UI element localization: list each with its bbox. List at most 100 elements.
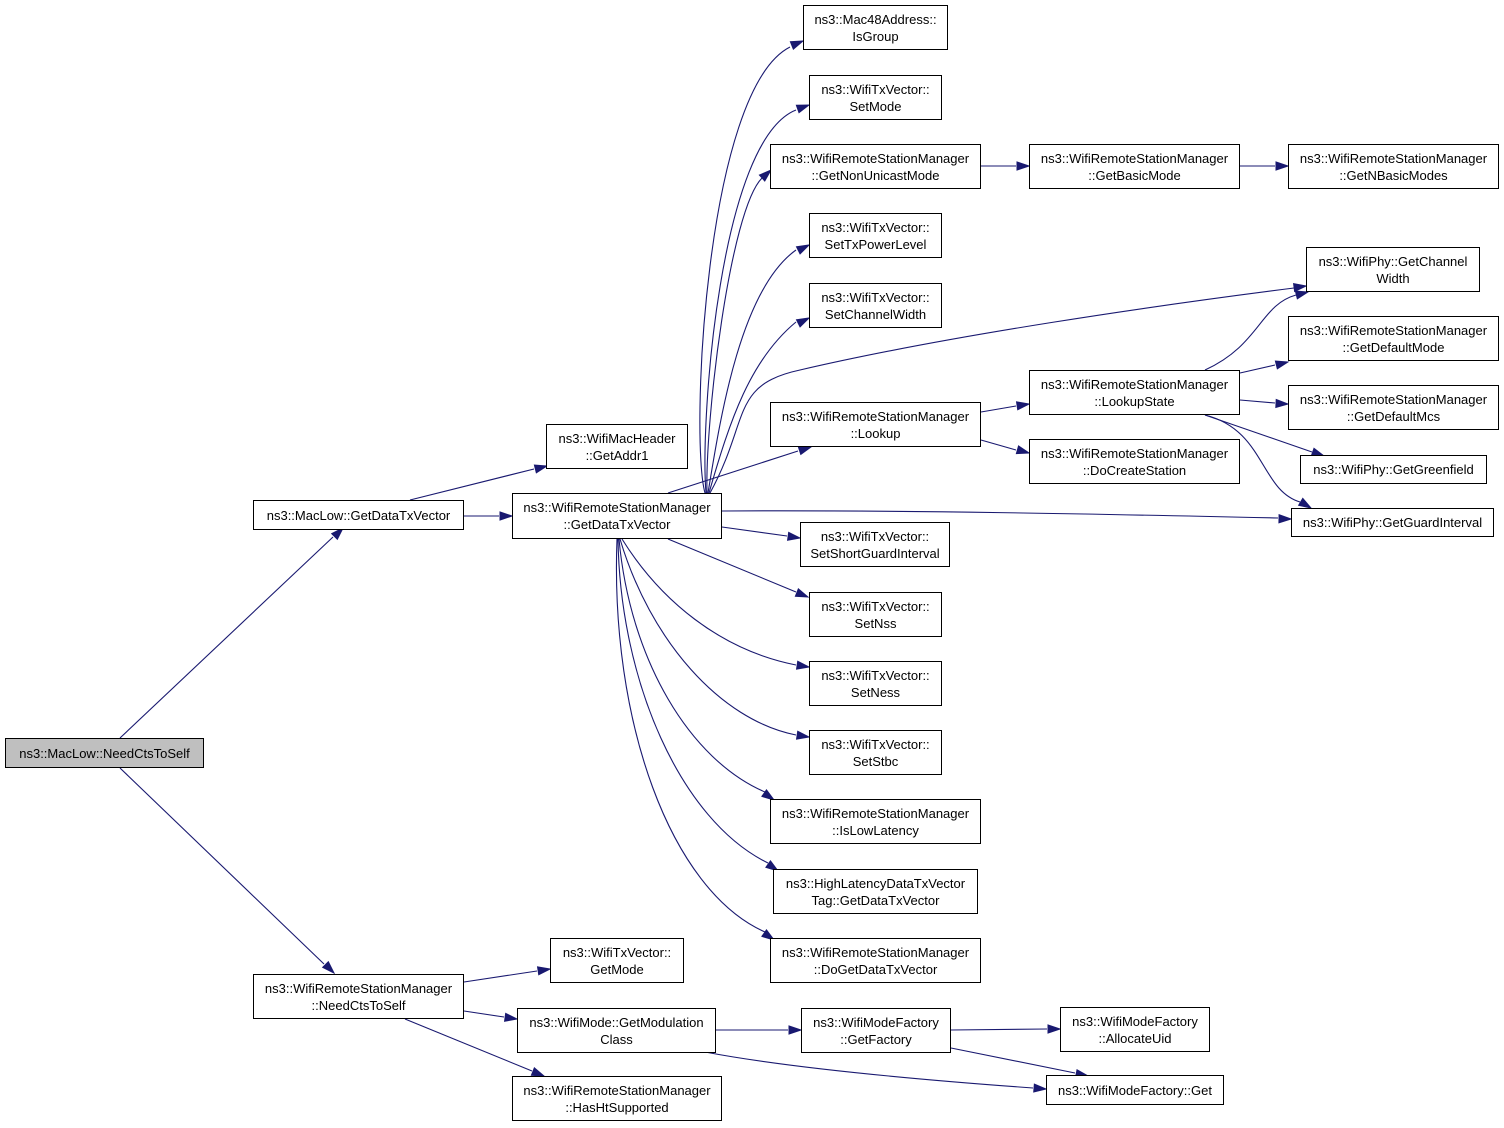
call-edge xyxy=(706,177,763,494)
node-label-line: ::GetDataTxVector xyxy=(563,517,671,532)
call-edge xyxy=(980,439,1017,451)
call-edge xyxy=(119,767,325,965)
node-label-line: ns3::WifiTxVector:: xyxy=(821,598,930,614)
call-edge xyxy=(980,405,1017,413)
node-getdtv_ml[interactable]: ns3::MacLow::GetDataTxVector xyxy=(253,500,464,530)
arrowhead xyxy=(797,446,813,456)
arrowhead xyxy=(795,317,811,328)
node-label-line: SetMode xyxy=(849,98,902,114)
call-edge xyxy=(950,1047,1076,1074)
node-label-line: ::GetDefaultMode xyxy=(1342,339,1445,355)
arrowhead xyxy=(761,788,776,801)
call-edge xyxy=(721,510,1279,519)
node-label-line: ns3::WifiRemoteStationManager xyxy=(523,500,711,515)
node-getgreen[interactable]: ns3::WifiPhy::GetGreenfield xyxy=(1300,455,1487,484)
node-label-line: ns3::WifiTxVector:: xyxy=(821,219,930,235)
node-getgi[interactable]: ns3::WifiPhy::GetGuardInterval xyxy=(1291,508,1494,537)
arrowhead xyxy=(1292,282,1308,293)
node-setsgi[interactable]: ns3::WifiTxVector::SetShortGuardInterval xyxy=(800,522,950,567)
node-lookupstate[interactable]: ns3::WifiRemoteStationManager::LookupSta… xyxy=(1029,370,1240,415)
node-settxpower[interactable]: ns3::WifiTxVector::SetTxPowerLevel xyxy=(809,213,942,258)
node-label-line: ::GetNBasicModes xyxy=(1339,167,1448,183)
node-label-line: ns3::WifiRemoteStationManager xyxy=(781,944,970,960)
call-edge xyxy=(119,536,334,739)
node-label-line: ::DoGetDataTxVector xyxy=(813,961,938,977)
node-docreate[interactable]: ns3::WifiRemoteStationManager::DoCreateS… xyxy=(1029,439,1240,484)
node-label-line: ::DoCreateStation xyxy=(1082,462,1187,478)
node-hasht[interactable]: ns3::WifiRemoteStationManager::HasHtSupp… xyxy=(512,1076,722,1121)
node-setchwidth[interactable]: ns3::WifiTxVector::SetChannelWidth xyxy=(809,283,942,328)
node-getaddr1[interactable]: ns3::WifiMacHeader::GetAddr1 xyxy=(546,424,688,469)
node-label-line: ::GetBasicMode xyxy=(1088,167,1181,183)
node-label-line: Class xyxy=(600,1031,633,1047)
node-setmode[interactable]: ns3::WifiTxVector::SetMode xyxy=(809,75,942,120)
node-allocuid[interactable]: ns3::WifiModeFactory::AllocateUid xyxy=(1060,1007,1210,1052)
node-setstbc[interactable]: ns3::WifiTxVector::SetStbc xyxy=(809,730,942,775)
node-dogetdtv[interactable]: ns3::WifiRemoteStationManager::DoGetData… xyxy=(770,938,981,983)
arrowhead xyxy=(530,1066,546,1077)
node-islowlat[interactable]: ns3::WifiRemoteStationManager::IsLowLate… xyxy=(770,799,981,844)
arrowhead xyxy=(788,1025,803,1035)
node-setnss[interactable]: ns3::WifiTxVector::SetNss xyxy=(809,592,942,637)
node-getbasicmode[interactable]: ns3::WifiRemoteStationManager::GetBasicM… xyxy=(1029,144,1240,189)
node-label-line: ns3::WifiRemoteStationManager xyxy=(1040,445,1229,461)
node-label-line: ns3::WifiRemoteStationManager xyxy=(264,980,453,996)
node-getmode[interactable]: ns3::WifiTxVector::GetMode xyxy=(550,938,684,983)
node-isgroup[interactable]: ns3::Mac48Address::IsGroup xyxy=(803,5,948,50)
call-edge xyxy=(699,46,791,494)
node-label-line: ::Lookup xyxy=(850,425,901,441)
node-getdefmode[interactable]: ns3::WifiRemoteStationManager::GetDefaul… xyxy=(1288,316,1499,361)
node-label-line: ::IsLowLatency xyxy=(832,822,919,838)
node-mfget[interactable]: ns3::WifiModeFactory::Get xyxy=(1046,1075,1224,1105)
node-label-line: ns3::HighLatencyDataTxVector xyxy=(785,875,966,891)
node-label-line: ns3::WifiTxVector:: xyxy=(821,667,930,683)
node-label-line: ns3::WifiRemoteStationManager xyxy=(1299,322,1488,338)
arrowhead xyxy=(1016,161,1031,171)
node-label-line: SetShortGuardInterval xyxy=(810,545,940,561)
node-label-line: ns3::MacLow::NeedCtsToSelf xyxy=(19,745,190,761)
node-getdefmcs[interactable]: ns3::WifiRemoteStationManager::GetDefaul… xyxy=(1288,385,1499,430)
node-label-line: ns3::WifiModeFactory xyxy=(813,1014,939,1030)
call-edge xyxy=(617,538,769,864)
node-label-line: ::NeedCtsToSelf xyxy=(311,997,406,1013)
node-wrsm_getdtv[interactable]: ns3::WifiRemoteStationManager::GetDataTx… xyxy=(512,493,722,539)
node-lookup[interactable]: ns3::WifiRemoteStationManager::Lookup xyxy=(770,402,981,447)
arrowhead xyxy=(758,168,773,182)
call-edge xyxy=(704,1051,1034,1089)
node-label-line: ns3::WifiRemoteStationManager xyxy=(1299,150,1488,166)
node-getfactory[interactable]: ns3::WifiModeFactory::GetFactory xyxy=(801,1008,951,1053)
call-edge xyxy=(707,249,797,494)
call-edge xyxy=(667,450,799,494)
node-label-line: ns3::WifiRemoteStationManager xyxy=(1040,376,1229,392)
arrowhead xyxy=(794,587,810,598)
call-edge xyxy=(463,1010,505,1018)
node-label-line: SetNss xyxy=(854,615,897,631)
node-label-line: ns3::WifiPhy::GetGreenfield xyxy=(1313,462,1474,477)
node-label-line: SetStbc xyxy=(852,753,899,769)
call-edge xyxy=(615,538,766,933)
node-setness[interactable]: ns3::WifiTxVector::SetNess xyxy=(809,661,942,706)
node-label-line: ::GetFactory xyxy=(840,1031,912,1047)
arrowhead xyxy=(761,928,776,941)
arrowhead xyxy=(795,660,811,670)
node-getnonunicast[interactable]: ns3::WifiRemoteStationManager::GetNonUni… xyxy=(770,144,981,189)
node-label-line: ns3::WifiModeFactory xyxy=(1072,1013,1198,1029)
node-label-line: ns3::Mac48Address:: xyxy=(814,11,937,27)
node-label-line: ns3::WifiRemoteStationManager xyxy=(1040,150,1229,166)
node-getnbasic[interactable]: ns3::WifiRemoteStationManager::GetNBasic… xyxy=(1288,144,1499,189)
node-label-line: GetMode xyxy=(590,961,644,977)
call-edge xyxy=(950,1028,1048,1031)
arrowhead xyxy=(795,244,811,255)
node-wrsm_needcts[interactable]: ns3::WifiRemoteStationManager::NeedCtsTo… xyxy=(253,974,464,1019)
node-label-line: ns3::WifiRemoteStationManager xyxy=(1299,391,1488,407)
arrowhead xyxy=(499,511,514,521)
node-label-line: Tag::GetDataTxVector xyxy=(811,892,940,908)
node-label-line: SetChannelWidth xyxy=(824,306,927,322)
arrowhead xyxy=(789,40,805,51)
node-label-line: ::GetDefaultMcs xyxy=(1346,408,1441,424)
